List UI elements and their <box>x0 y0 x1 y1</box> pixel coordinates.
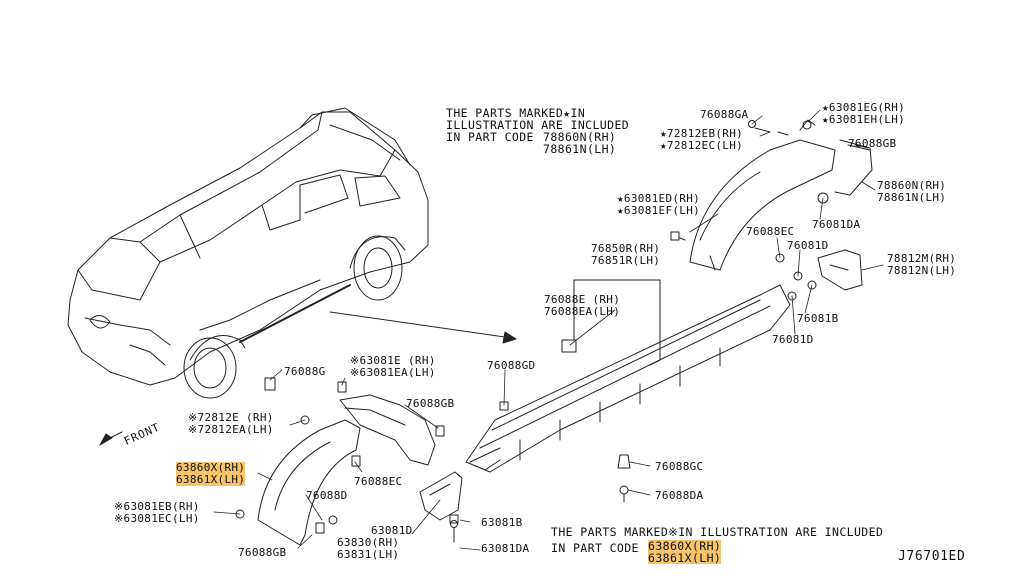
part-label-63081EG[interactable]: ★63081EG(RH) <box>822 101 906 114</box>
note-top-part-lh: 78861N(LH) <box>543 142 617 156</box>
note-bottom-line1: THE PARTS MARKED※IN ILLUSTRATION ARE INC… <box>551 525 884 539</box>
callout-arrow <box>329 311 513 339</box>
part-label-72812EC[interactable]: ★72812EC(LH) <box>660 139 744 152</box>
part-label-63081EB[interactable]: ※63081EB(RH) <box>114 500 200 513</box>
part-label-63081EF[interactable]: ★63081EF(LH) <box>617 204 701 217</box>
vehicle-illustration <box>67 107 429 399</box>
part-label-76088E[interactable]: 76088E (RH) <box>544 293 621 306</box>
part-label-72812E[interactable]: ※72812E (RH) <box>188 411 274 424</box>
note-bottom-part-rh[interactable]: 63860X(RH) <box>648 539 722 553</box>
part-label-63081EA[interactable]: ※63081EA(LH) <box>350 366 436 379</box>
part-label-76088GA[interactable]: 76088GA <box>700 108 749 121</box>
side-sill-molding <box>465 279 791 473</box>
part-label-76851R[interactable]: 76851R(LH) <box>591 254 661 267</box>
part-label-78812N[interactable]: 78812N(LH) <box>887 264 957 277</box>
part-label-78812M[interactable]: 78812M(RH) <box>887 252 957 265</box>
part-label-72812EB[interactable]: ★72812EB(RH) <box>660 127 744 140</box>
part-label-76088GB-mid[interactable]: 76088GB <box>406 397 455 410</box>
part-label-72812EA[interactable]: ※72812EA(LH) <box>188 423 274 436</box>
part-label-76088GC[interactable]: 76088GC <box>655 460 704 473</box>
part-label-76088EC-bot[interactable]: 76088EC <box>354 475 403 488</box>
note-bottom-part-lh[interactable]: 63861X(LH) <box>648 551 722 565</box>
diagram-code: J76701ED <box>898 549 966 564</box>
part-label-76088G[interactable]: 76088G <box>284 365 326 378</box>
part-label-76081D-mid[interactable]: 76081D <box>772 333 814 346</box>
part-label-76081B[interactable]: 76081B <box>797 312 839 325</box>
part-label-76088D[interactable]: 76088D <box>306 489 348 502</box>
part-label-63081EH[interactable]: ★63081EH(LH) <box>822 113 906 126</box>
note-bottom-line2: IN PART CODE <box>551 541 647 555</box>
part-label-76081D-top[interactable]: 76081D <box>787 239 829 252</box>
part-label-78860N[interactable]: 78860N(RH) <box>877 179 947 192</box>
part-label-76850R[interactable]: 76850R(RH) <box>591 242 661 255</box>
note-top-line1: THE PARTS MARKED★IN <box>446 106 586 120</box>
part-label-63081B[interactable]: 63081B <box>481 516 523 529</box>
front-mudguard <box>419 471 463 521</box>
part-label-76088DA[interactable]: 76088DA <box>655 489 704 502</box>
part-label-63081E[interactable]: ※63081E (RH) <box>350 354 436 367</box>
part-label-76081DA[interactable]: 76081DA <box>812 218 861 231</box>
part-label-76088EA[interactable]: 76088EA(LH) <box>544 305 621 318</box>
note-top-line3a: IN PART CODE <box>446 130 542 144</box>
part-label-63081D[interactable]: 63081D <box>371 524 413 537</box>
leader-lines <box>213 109 884 551</box>
rear-fender-molding <box>670 119 873 271</box>
part-label-76088GD[interactable]: 76088GD <box>487 359 536 372</box>
part-label-76088EC-top[interactable]: 76088EC <box>746 225 795 238</box>
part-label-63081ED[interactable]: ★63081ED(RH) <box>617 192 701 205</box>
part-label-78861N[interactable]: 78861N(LH) <box>877 191 947 204</box>
part-label-63081EC[interactable]: ※63081EC(LH) <box>114 512 200 525</box>
part-label-63861X[interactable]: 63861X(LH) <box>176 473 246 486</box>
part-label-76088GB-bot[interactable]: 76088GB <box>238 546 287 559</box>
part-label-63830[interactable]: 63830(RH) <box>337 536 400 549</box>
part-label-76088GB-top[interactable]: 76088GB <box>848 137 897 150</box>
clip-fasteners <box>449 454 631 543</box>
note-top-line2: ILLUSTRATION ARE INCLUDED <box>446 118 630 132</box>
note-top-part-rh: 78860N(RH) <box>543 130 617 144</box>
part-label-63831[interactable]: 63831(LH) <box>337 548 400 561</box>
part-label-63860X[interactable]: 63860X(RH) <box>176 461 246 474</box>
part-label-63081DA[interactable]: 63081DA <box>481 542 530 555</box>
rear-mudguard <box>775 249 863 301</box>
